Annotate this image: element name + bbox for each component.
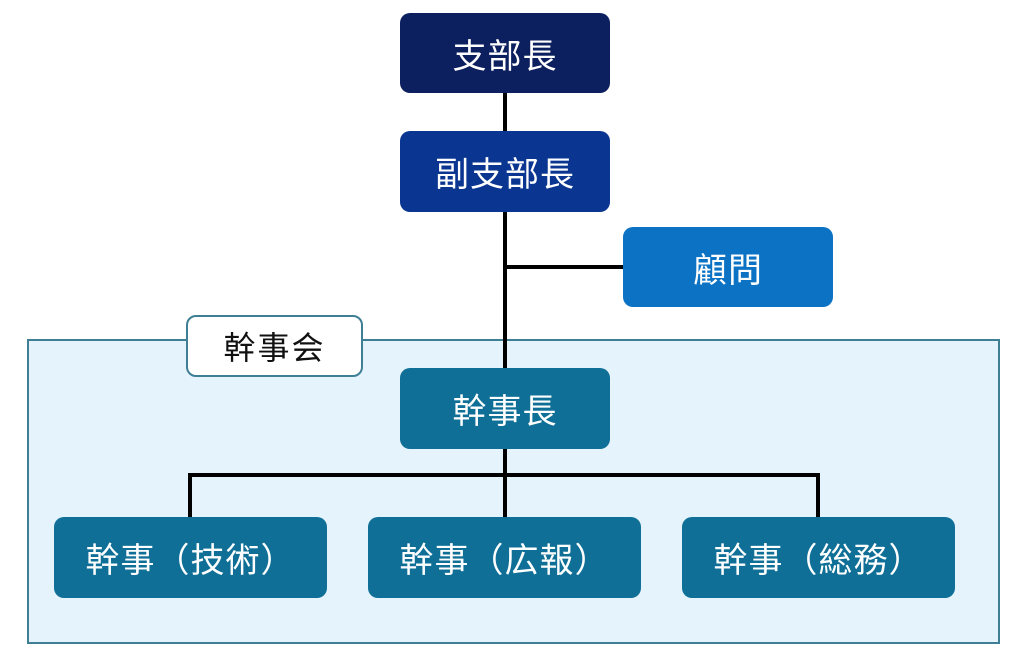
node-secretary-general-affairs: 幹事（総務） bbox=[682, 517, 955, 598]
node-secretary-public-relations: 幹事（広報） bbox=[368, 517, 641, 598]
node-advisor: 顧問 bbox=[623, 227, 833, 307]
node-secretary-technical: 幹事（技術） bbox=[54, 517, 327, 598]
node-branch-chief: 支部長 bbox=[400, 13, 610, 93]
executive-committee-label: 幹事会 bbox=[186, 315, 363, 377]
node-secretary-general: 幹事長 bbox=[400, 368, 610, 449]
node-deputy-branch-chief: 副支部長 bbox=[400, 131, 610, 212]
